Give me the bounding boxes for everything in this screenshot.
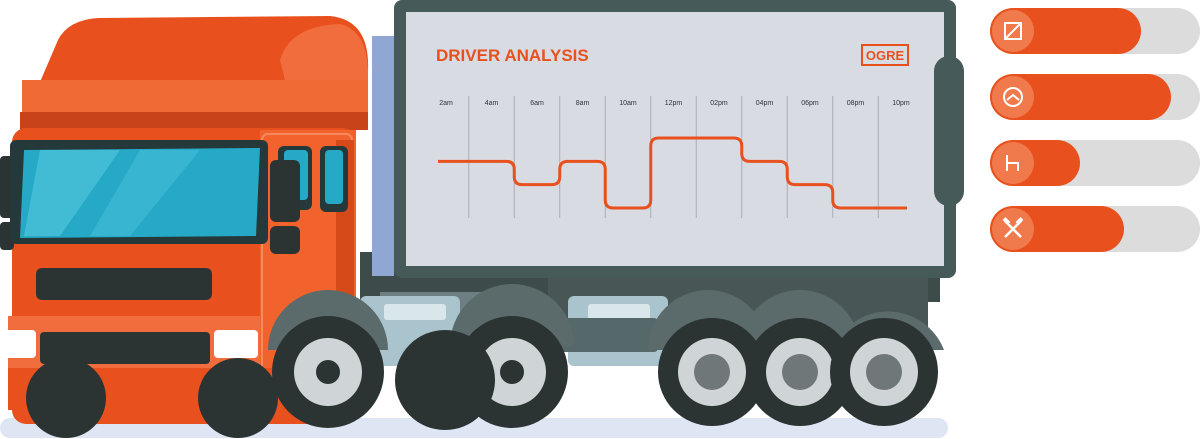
cab-roof [20, 16, 369, 130]
status-item-3 [990, 140, 1200, 186]
square-slash-icon [992, 10, 1034, 52]
trailer-wheels [648, 290, 944, 426]
crossed-tools-icon [992, 208, 1034, 250]
chart-x-tick-label: 4am [485, 100, 499, 107]
chart-x-tick-label: 10am [619, 100, 637, 107]
driver-analysis-panel: DRIVER ANALYSIS OGRE 2am 4am 6am 8am 10am 12p… [436, 44, 910, 218]
status-item-4 [990, 206, 1200, 252]
chart-series [438, 136, 907, 210]
chart-x-ticks: 2am 4am 6am 8am 10am 12pm 02pm 04pm 06pm 08pm 10pm [439, 100, 910, 107]
chart-series-line [438, 136, 907, 210]
brand-badge [861, 44, 909, 66]
seat-icon [992, 142, 1034, 184]
windshield [10, 140, 268, 244]
brand-label: OGRE [866, 48, 905, 63]
chart-x-tick-label: 02pm [710, 100, 728, 107]
chart-x-tick-label: 04pm [756, 100, 774, 107]
middle-wheels [395, 284, 574, 430]
chart-x-tick-label: 2am [439, 100, 453, 107]
gauge-icon [992, 76, 1034, 118]
status-item-1 [990, 8, 1200, 54]
chart-x-tick-label: 10pm [892, 100, 910, 107]
chart-x-tick-label: 6am [530, 100, 544, 107]
chart-x-tick-label: 8am [576, 100, 590, 107]
mirrors [270, 160, 300, 254]
chart-x-tick-label: 06pm [801, 100, 819, 107]
status-item-2 [990, 74, 1200, 120]
front-wheels [26, 290, 388, 438]
chart-x-tick-label: 12pm [665, 100, 683, 107]
panel-title: DRIVER ANALYSIS [436, 46, 589, 65]
chart-x-tick-label: 08pm [847, 100, 865, 107]
